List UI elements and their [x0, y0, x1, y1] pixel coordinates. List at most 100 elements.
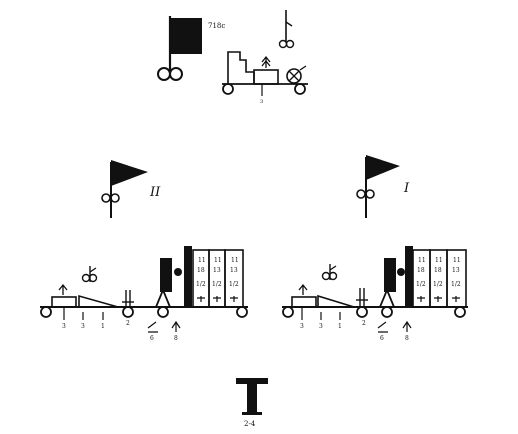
right-car-3-mid: 13 — [452, 267, 460, 274]
left-wheel-front — [40, 306, 52, 318]
left-ornament-hook — [89, 267, 97, 273]
top-wheel-left — [222, 83, 234, 95]
right-engine-block — [384, 258, 396, 292]
left-bottom-mark-4: 2 — [126, 320, 130, 327]
top-vehicle-group: 3 — [222, 10, 308, 105]
right-car-2-top: 11 — [435, 257, 443, 264]
middle-right-base-b — [365, 189, 375, 199]
right-arrow-icon — [298, 283, 308, 295]
left-engine-frame — [155, 287, 171, 308]
right-bottom-mark-1: 3 — [300, 323, 304, 330]
bottom-symbol-label: 2-4 — [244, 420, 256, 428]
top-pole-hook — [285, 21, 293, 27]
middle-flag-right: I — [356, 155, 410, 218]
left-ramp — [78, 294, 119, 308]
right-box — [291, 296, 317, 308]
left-wheel-mid — [122, 306, 134, 318]
bottom-symbol-top-bar — [236, 378, 268, 384]
right-bottom-mark-3: 1 — [338, 323, 342, 330]
left-wheel-back — [236, 306, 248, 318]
right-lower-glyph-2 — [402, 320, 412, 332]
right-car-3 — [446, 249, 467, 308]
right-engine-bar — [405, 246, 413, 307]
top-flag-group: 718c — [157, 16, 225, 81]
left-arrow-icon — [58, 283, 68, 295]
left-lower-glyph-1 — [147, 321, 158, 333]
middle-right-base-a — [356, 189, 366, 199]
right-car-2-frac: 1/2 — [433, 281, 443, 288]
right-lower-mark-1: 6 — [380, 335, 384, 342]
right-ramp — [317, 294, 355, 308]
right-engine-frame — [379, 287, 395, 308]
right-wheel-back — [454, 306, 466, 318]
right-wheel-a — [381, 306, 393, 318]
top-pole-loop-b — [285, 39, 295, 49]
right-car-1-mid: 18 — [417, 267, 425, 274]
right-wheel-mid — [356, 306, 368, 318]
right-ornament-hook — [329, 265, 337, 271]
top-flag-base-left — [157, 67, 171, 81]
left-lower-mark-2: 8 — [174, 335, 178, 342]
left-lower-glyph-2 — [171, 320, 181, 332]
middle-left-base-a — [101, 193, 111, 203]
right-ornament-a — [321, 271, 331, 281]
left-lower-mark-1: 6 — [150, 335, 154, 342]
right-car-arrows — [417, 296, 460, 302]
right-lower-mark-2: 8 — [405, 335, 409, 342]
left-car-2-frac: 1/2 — [212, 281, 222, 288]
left-engine-dot — [174, 268, 182, 276]
middle-right-pennant — [366, 155, 400, 180]
bottom-symbol: 2-4 — [236, 378, 268, 428]
top-cross-wheel-icon — [286, 68, 302, 84]
left-box — [51, 296, 77, 308]
left-ornament-a — [81, 273, 91, 283]
right-engine-dot — [397, 268, 405, 276]
right-bottom-mark-2: 3 — [319, 323, 323, 330]
bottom-symbol-stem — [247, 384, 257, 414]
right-car-2-mid: 18 — [434, 267, 442, 274]
right-lower-glyph-1 — [377, 321, 388, 333]
top-center-mark: 3 — [260, 99, 263, 105]
left-bottom-mark-3: 1 — [101, 323, 105, 330]
left-car-2-top: 11 — [214, 257, 222, 264]
right-formation: 11 18 1/2 11 18 1/2 11 13 1/2 3 3 1 2 6 … — [282, 246, 468, 342]
left-car-1-top: 11 — [198, 257, 206, 264]
top-piano-shape — [227, 51, 255, 84]
top-flag-base-right — [169, 67, 183, 81]
top-wheel-right — [294, 83, 306, 95]
top-cross-wheel-x — [288, 70, 300, 82]
right-bottom-mark-4: 2 — [362, 320, 366, 327]
left-car-2-mid: 13 — [213, 267, 221, 274]
left-formation: 11 18 1/2 11 13 1/2 11 13 1/2 3 3 1 2 6 … — [40, 246, 248, 342]
middle-left-base-b — [110, 193, 120, 203]
left-car-3 — [224, 249, 244, 308]
left-car-arrows — [197, 296, 238, 302]
right-car-1-top: 11 — [418, 257, 426, 264]
top-flag — [170, 18, 202, 54]
right-car-3-frac: 1/2 — [451, 281, 461, 288]
left-car-1-frac: 1/2 — [196, 281, 206, 288]
bottom-symbol-foot — [242, 412, 262, 415]
top-cross-tail — [299, 65, 307, 71]
middle-right-roman: I — [403, 181, 410, 196]
left-car-3-frac: 1/2 — [229, 281, 239, 288]
right-car-1-frac: 1/2 — [416, 281, 426, 288]
top-box — [253, 69, 279, 85]
middle-left-pennant — [111, 160, 148, 186]
top-arrow-icon — [261, 55, 271, 68]
right-car-3-top: 11 — [453, 257, 461, 264]
middle-flag-left: II — [101, 160, 161, 218]
top-small-mark: 718c — [208, 22, 225, 30]
left-bottom-mark-1: 3 — [62, 323, 66, 330]
left-engine-bar — [184, 246, 192, 307]
left-car-3-mid: 13 — [230, 267, 238, 274]
middle-left-roman: II — [149, 185, 161, 200]
right-wheel-front — [282, 306, 294, 318]
left-engine-block — [160, 258, 172, 292]
left-car-3-top: 11 — [231, 257, 239, 264]
left-car-1-mid: 18 — [197, 267, 205, 274]
top-pole-loop-a — [278, 39, 288, 49]
left-wheel-a — [157, 306, 169, 318]
left-bottom-mark-2: 3 — [81, 323, 85, 330]
